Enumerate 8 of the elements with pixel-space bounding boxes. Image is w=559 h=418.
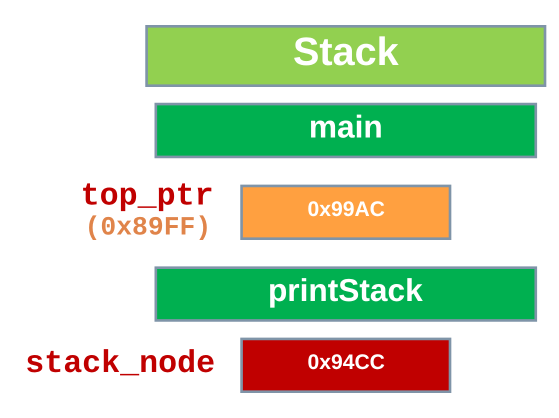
node-label: (0x89FF) (84, 212, 212, 243)
node-label: stack_node (25, 346, 216, 382)
node-box: 0x94CC (240, 338, 452, 394)
node-box: printStack (154, 266, 538, 322)
node-box: 0x99AC (240, 184, 452, 240)
node-label: top_ptr (80, 178, 214, 215)
node-box: main (154, 102, 538, 158)
node-box: Stack (145, 24, 546, 87)
